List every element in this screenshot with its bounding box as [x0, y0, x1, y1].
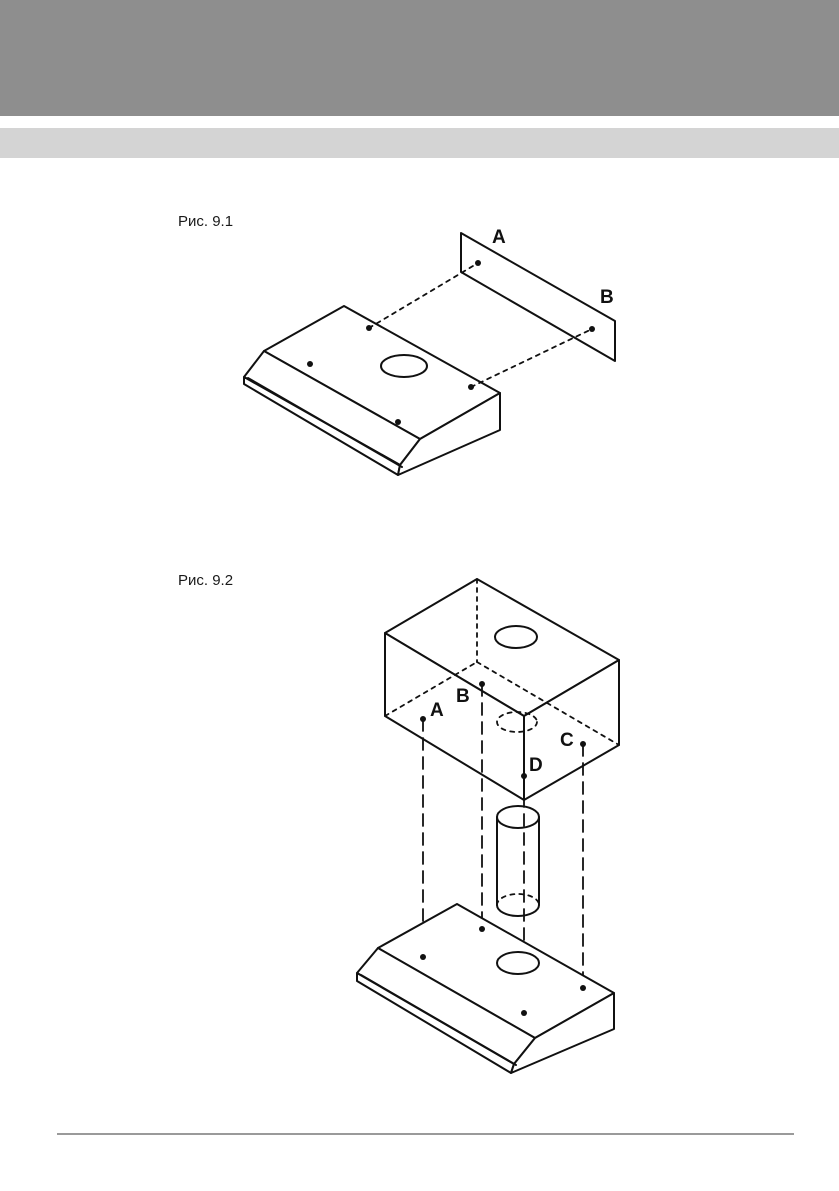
hood-body-fig2 — [357, 904, 614, 1073]
cover-box — [385, 579, 619, 800]
wall-bracket — [461, 233, 615, 361]
label-c-fig2: C — [560, 730, 574, 751]
label-a-fig1: A — [492, 227, 506, 248]
hood-body-fig1 — [244, 306, 500, 475]
footer-rule — [57, 1133, 794, 1135]
label-b-fig1: B — [600, 287, 614, 308]
label-a-fig2: A — [430, 700, 444, 721]
label-b-fig2: B — [456, 686, 470, 707]
label-d-fig2: D — [529, 755, 543, 776]
exhaust-duct — [497, 806, 539, 916]
figure-9-1 — [244, 233, 615, 475]
figure-9-2 — [357, 579, 619, 1073]
